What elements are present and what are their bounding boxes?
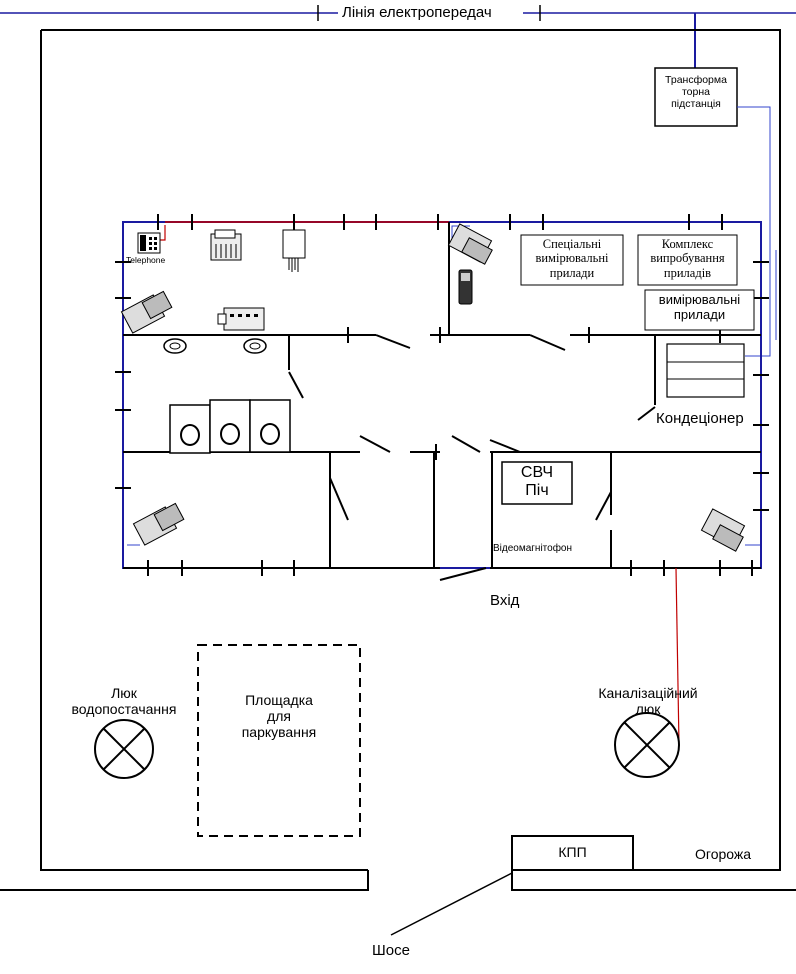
printer-icon	[282, 229, 306, 272]
checkpoint-label: КПП	[558, 844, 587, 860]
sewer-hatch-label: Каналізаційний люк	[598, 685, 698, 718]
checkpoint-box	[511, 835, 634, 871]
entrance-label: Вхід	[490, 592, 520, 609]
test-complex-box	[637, 234, 738, 286]
vcr-label: Відеомагнітофон	[493, 543, 573, 554]
microwave-label: СВЧ Піч	[520, 464, 554, 500]
transformer-box	[654, 67, 738, 127]
fence-label: Огорожа	[695, 846, 752, 862]
computer-icon	[447, 223, 493, 265]
water-hatch-icon	[94, 719, 154, 779]
toilet-icon	[209, 399, 251, 453]
power-line-label: Лінія електропередач	[340, 4, 494, 22]
measuring-instruments-label: вимірювальні прилади	[658, 292, 741, 322]
site-fence	[0, 29, 796, 891]
measuring-instruments-box	[644, 289, 755, 331]
telephone-icon	[137, 232, 161, 254]
transformer-cable	[737, 106, 771, 357]
sink-icon	[163, 338, 187, 354]
computer-icon	[120, 290, 173, 334]
microwave-box	[501, 461, 573, 505]
highway-line	[390, 872, 513, 936]
computer-icon	[132, 502, 185, 546]
transformer-label: Трансформа торна підстанція	[665, 74, 727, 111]
sewer-cable	[675, 567, 680, 746]
special-instruments-label: Спеціальні вимірювальні прилади	[535, 237, 609, 280]
parking-label: Площадка для паркування	[241, 692, 317, 741]
copier-icon	[217, 307, 265, 331]
highway-label: Шосе	[372, 942, 410, 959]
sewer-hatch-icon	[614, 712, 680, 778]
air-conditioner-unit	[666, 343, 745, 398]
telephone-label: Telephone	[126, 255, 166, 265]
test-complex-label: Комплекс випробування приладів	[650, 237, 725, 280]
parking-area	[197, 644, 361, 837]
fax-icon	[210, 229, 242, 261]
building	[115, 214, 769, 581]
sink-icon	[243, 338, 267, 354]
toilet-icon	[169, 404, 211, 454]
mobile-phone-icon	[458, 269, 473, 305]
water-hatch-label: Люк водопостачання	[71, 685, 177, 718]
toilet-icon	[249, 399, 291, 453]
power-line	[0, 5, 796, 68]
computer-icon	[700, 508, 746, 552]
air-conditioner-label: Кондеціонер	[656, 410, 744, 427]
special-instruments-box	[520, 234, 624, 286]
